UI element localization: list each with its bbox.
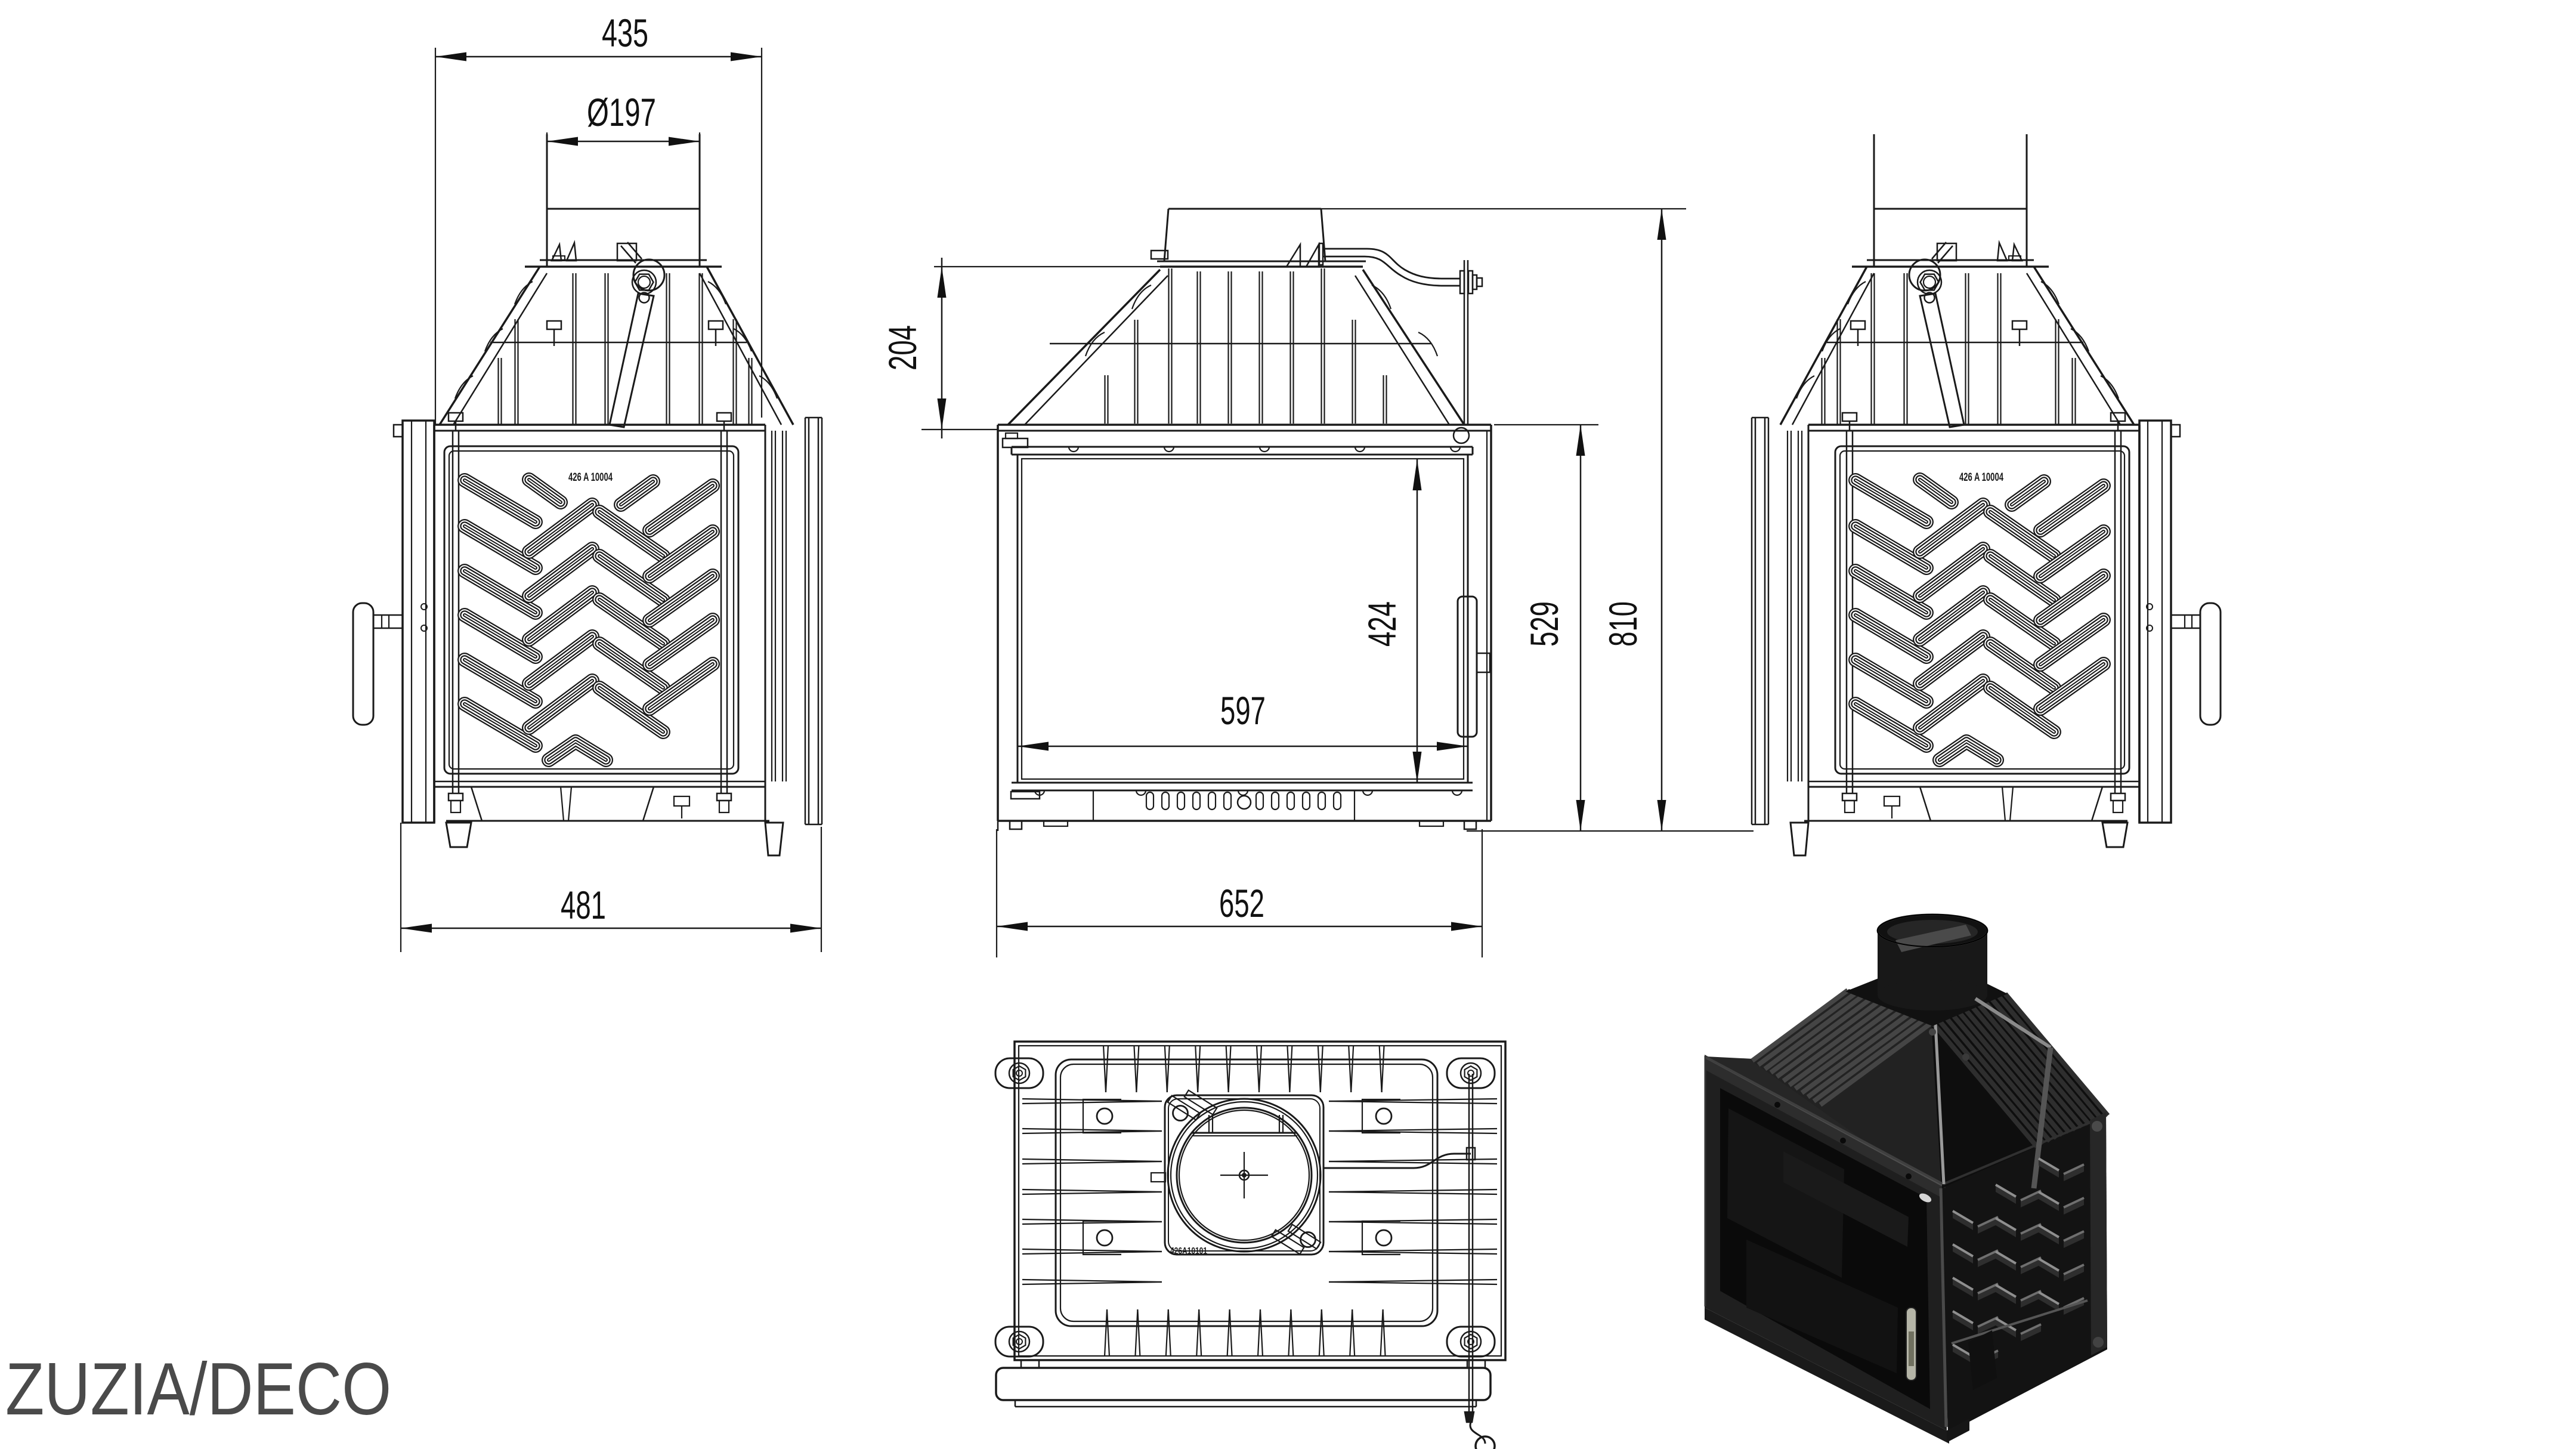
svg-text:481: 481 bbox=[561, 883, 606, 927]
svg-text:529: 529 bbox=[1522, 601, 1566, 647]
svg-text:597: 597 bbox=[1220, 688, 1266, 733]
svg-text:426A10101: 426A10101 bbox=[1170, 1246, 1207, 1256]
svg-text:426 A 10004: 426 A 10004 bbox=[568, 471, 613, 484]
svg-text:426 A 10004: 426 A 10004 bbox=[1959, 471, 2003, 484]
svg-text:Ø197: Ø197 bbox=[587, 90, 656, 134]
svg-text:435: 435 bbox=[602, 11, 648, 55]
svg-text:810: 810 bbox=[1601, 601, 1645, 647]
svg-text:652: 652 bbox=[1219, 881, 1264, 925]
svg-text:204: 204 bbox=[880, 325, 924, 370]
svg-text:ZUZIA/DECO: ZUZIA/DECO bbox=[5, 1348, 391, 1431]
svg-text:424: 424 bbox=[1360, 601, 1404, 647]
